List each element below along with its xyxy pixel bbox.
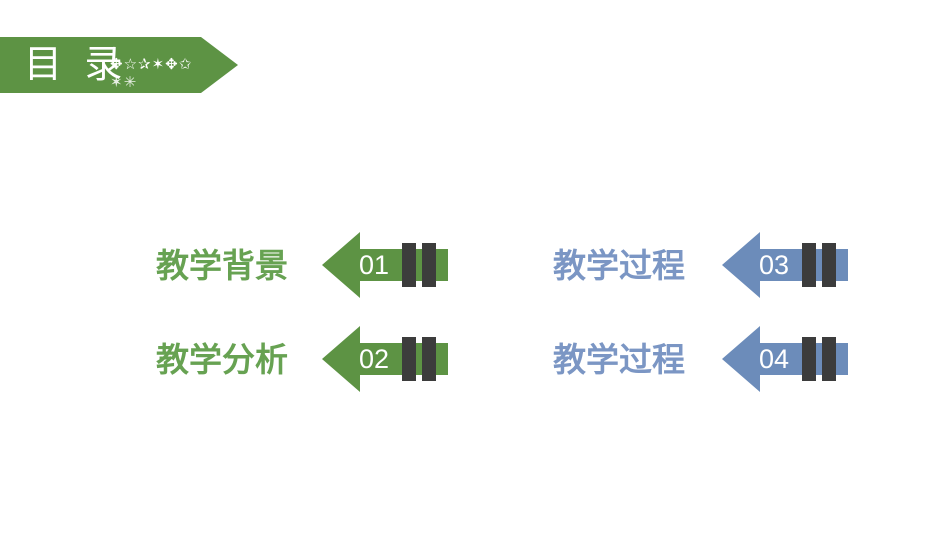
toc-item-4-number: 04	[758, 344, 790, 374]
toc-item-1-arrow: 01	[322, 232, 448, 298]
toc-title: 目 录	[24, 44, 129, 86]
arrow-stripe	[402, 243, 416, 287]
toc-item-1-number: 01	[358, 250, 390, 280]
decor-stars-line2: ✶✳	[110, 74, 138, 91]
arrow-stripe	[422, 243, 436, 287]
arrow-stripe	[802, 243, 816, 287]
toc-item-3[interactable]: 教学过程 03	[553, 232, 950, 313]
toc-item-4-arrow: 04	[722, 326, 848, 392]
decor-stars-line1: ✥☆✰✶✥✩	[110, 56, 193, 73]
toc-banner: 目 录 ✥☆✰✶✥✩ ✶✳	[0, 37, 238, 93]
toc-item-2[interactable]: 教学分析 02	[156, 326, 576, 407]
toc-item-1-label: 教学背景	[156, 247, 288, 284]
arrow-stripe	[822, 337, 836, 381]
arrow-stripe	[802, 337, 816, 381]
toc-item-4-label: 教学过程	[553, 341, 685, 378]
arrow-stripe	[402, 337, 416, 381]
toc-item-3-arrow: 03	[722, 232, 848, 298]
toc-item-4[interactable]: 教学过程 04	[553, 326, 950, 407]
toc-item-2-label: 教学分析	[156, 341, 288, 378]
toc-item-3-number: 03	[758, 250, 790, 280]
decor-stars: ✥☆✰✶✥✩ ✶✳	[110, 56, 192, 92]
arrow-stripe	[822, 243, 836, 287]
toc-item-1[interactable]: 教学背景 01	[156, 232, 576, 313]
toc-item-3-label: 教学过程	[553, 247, 685, 284]
arrow-stripe	[422, 337, 436, 381]
toc-item-2-arrow: 02	[322, 326, 448, 392]
toc-item-2-number: 02	[358, 344, 390, 374]
